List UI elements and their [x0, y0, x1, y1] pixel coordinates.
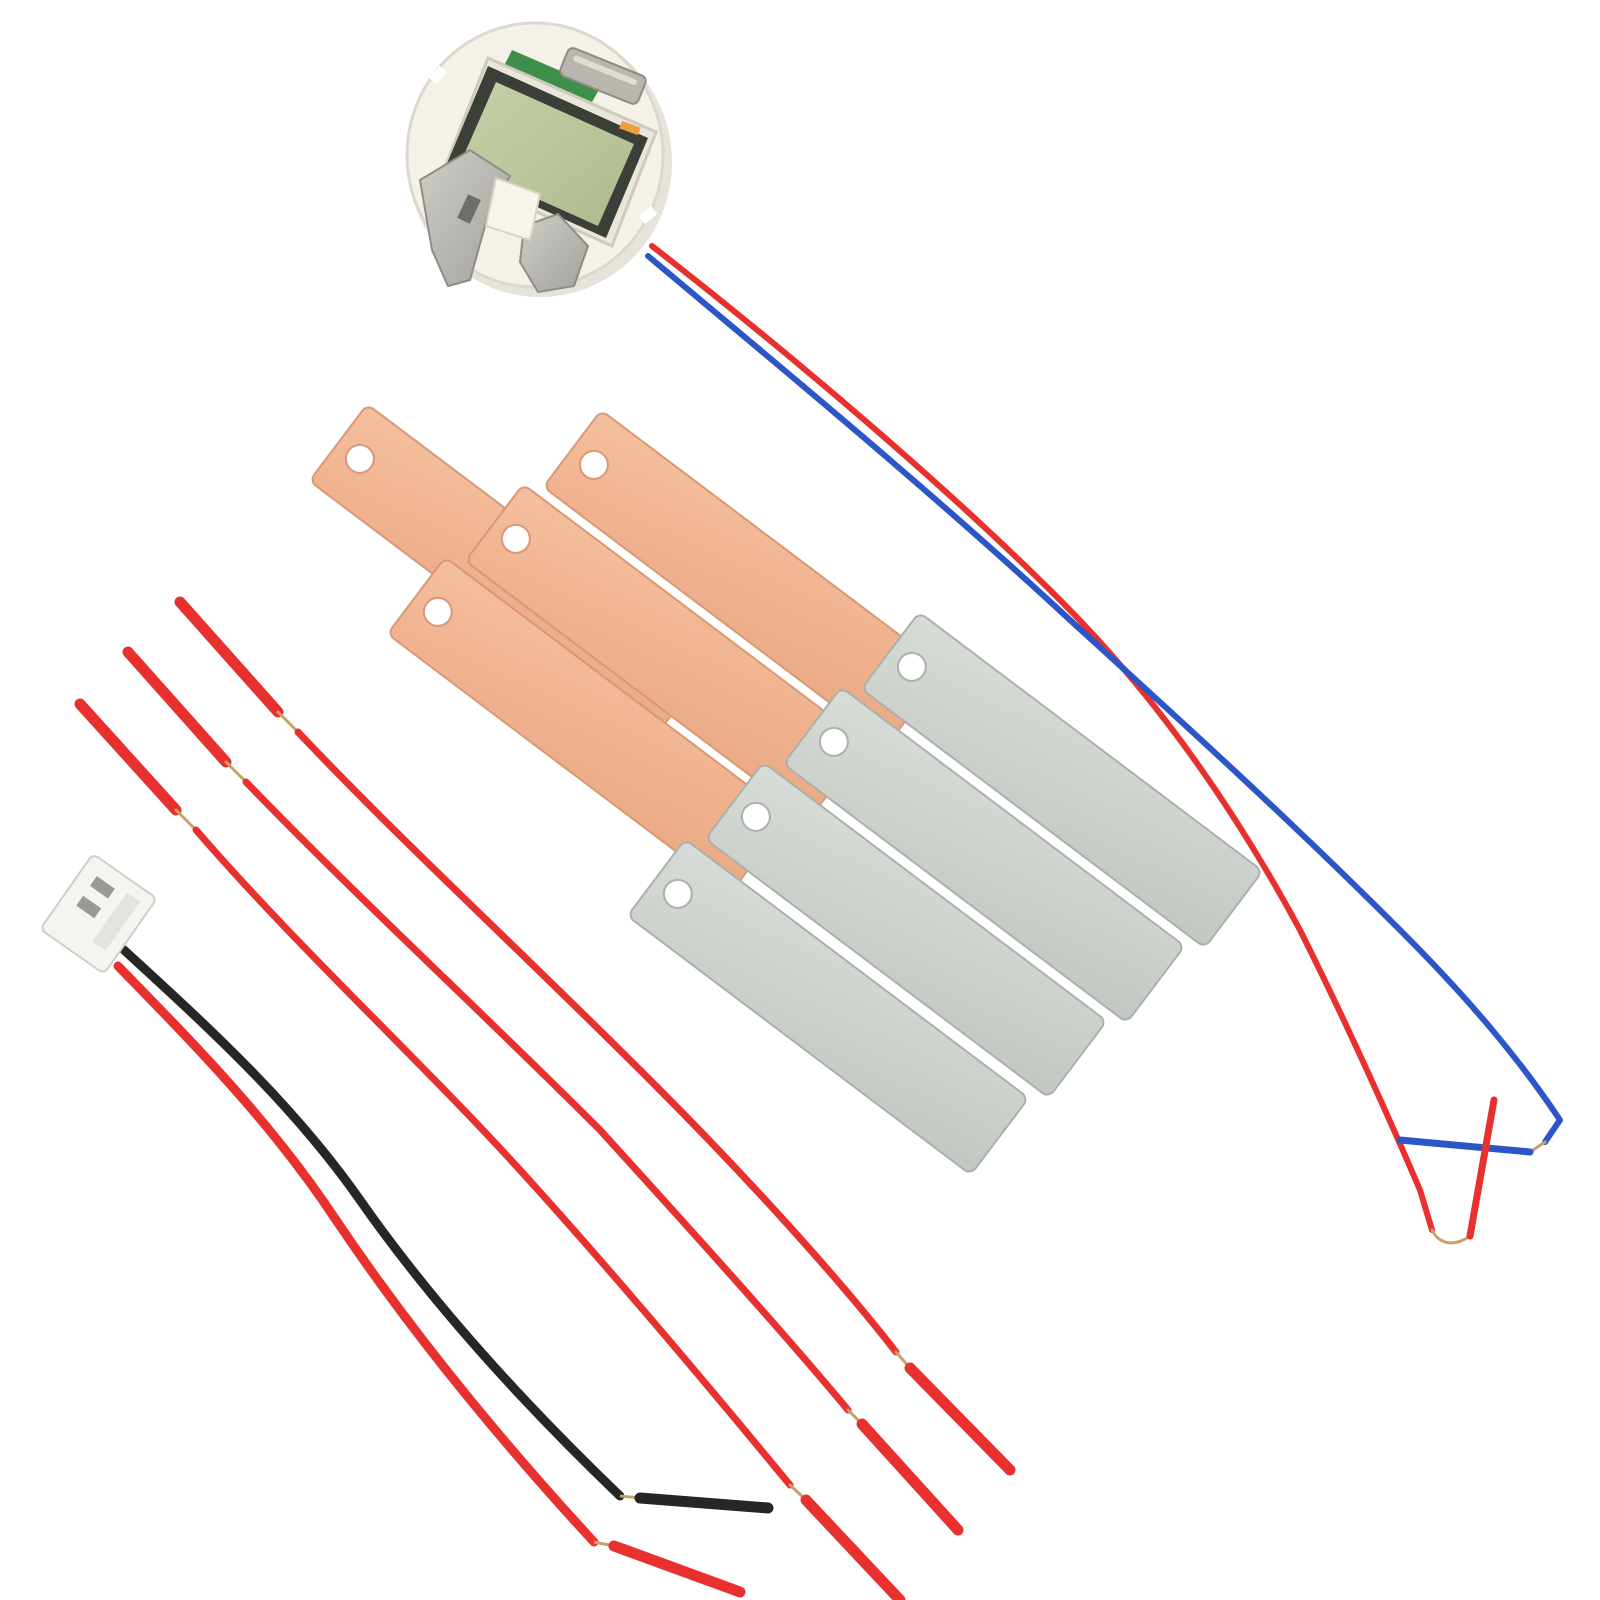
red-wire-tip	[1430, 1228, 1472, 1245]
orange-component	[619, 120, 641, 136]
blue-wire-end	[1396, 1136, 1534, 1156]
zinc-plate	[707, 764, 1105, 1096]
zinc-plate	[629, 841, 1027, 1173]
crystal-component	[559, 47, 647, 105]
module-wire-blue	[645, 253, 1563, 1145]
connector-wire-red	[113, 961, 599, 1547]
connector-cable	[41, 855, 774, 1598]
display-module	[405, 21, 672, 297]
jumper-wires	[74, 596, 1016, 1600]
plastic-tab	[484, 176, 542, 242]
copper-plates	[311, 406, 943, 891]
pcb-edge	[505, 50, 600, 102]
jumper-wire	[122, 646, 964, 1536]
two-pin-connector	[41, 855, 156, 973]
zinc-plate	[863, 614, 1261, 946]
module-wire-red	[649, 243, 1435, 1233]
red-lead-end	[608, 1540, 746, 1598]
connector-wire-black	[119, 945, 625, 1501]
copper-plate	[389, 559, 787, 891]
lcd-screen	[460, 82, 634, 226]
red-wire-end	[1466, 1096, 1498, 1240]
metal-clip-right	[518, 212, 590, 294]
black-wire-end	[634, 1492, 774, 1514]
housing-notch	[638, 206, 658, 224]
jumper-wire	[174, 596, 1016, 1476]
zinc-plates	[629, 614, 1261, 1173]
jumper-wire	[74, 698, 906, 1600]
housing-notch	[429, 65, 447, 85]
zinc-plate	[785, 689, 1183, 1021]
module-wire-pair	[645, 243, 1563, 1245]
clip-slot	[457, 194, 481, 224]
